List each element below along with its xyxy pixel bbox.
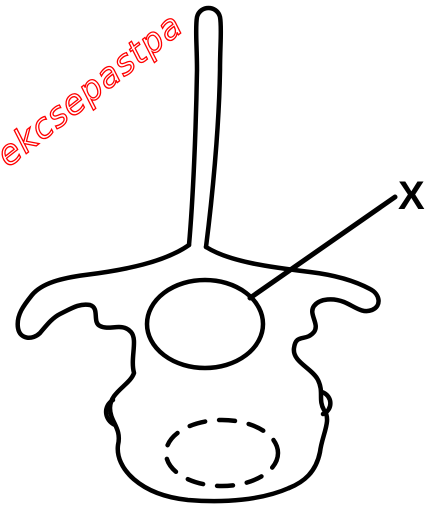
label-x: X [398,174,425,218]
watermark-text: ekcsepastpa [0,5,191,175]
spinous-process [189,8,221,247]
label-leader-line [250,197,395,298]
dashed-oval [166,420,278,486]
left-transverse-process [18,245,289,501]
vertebral-foramen [147,280,263,368]
